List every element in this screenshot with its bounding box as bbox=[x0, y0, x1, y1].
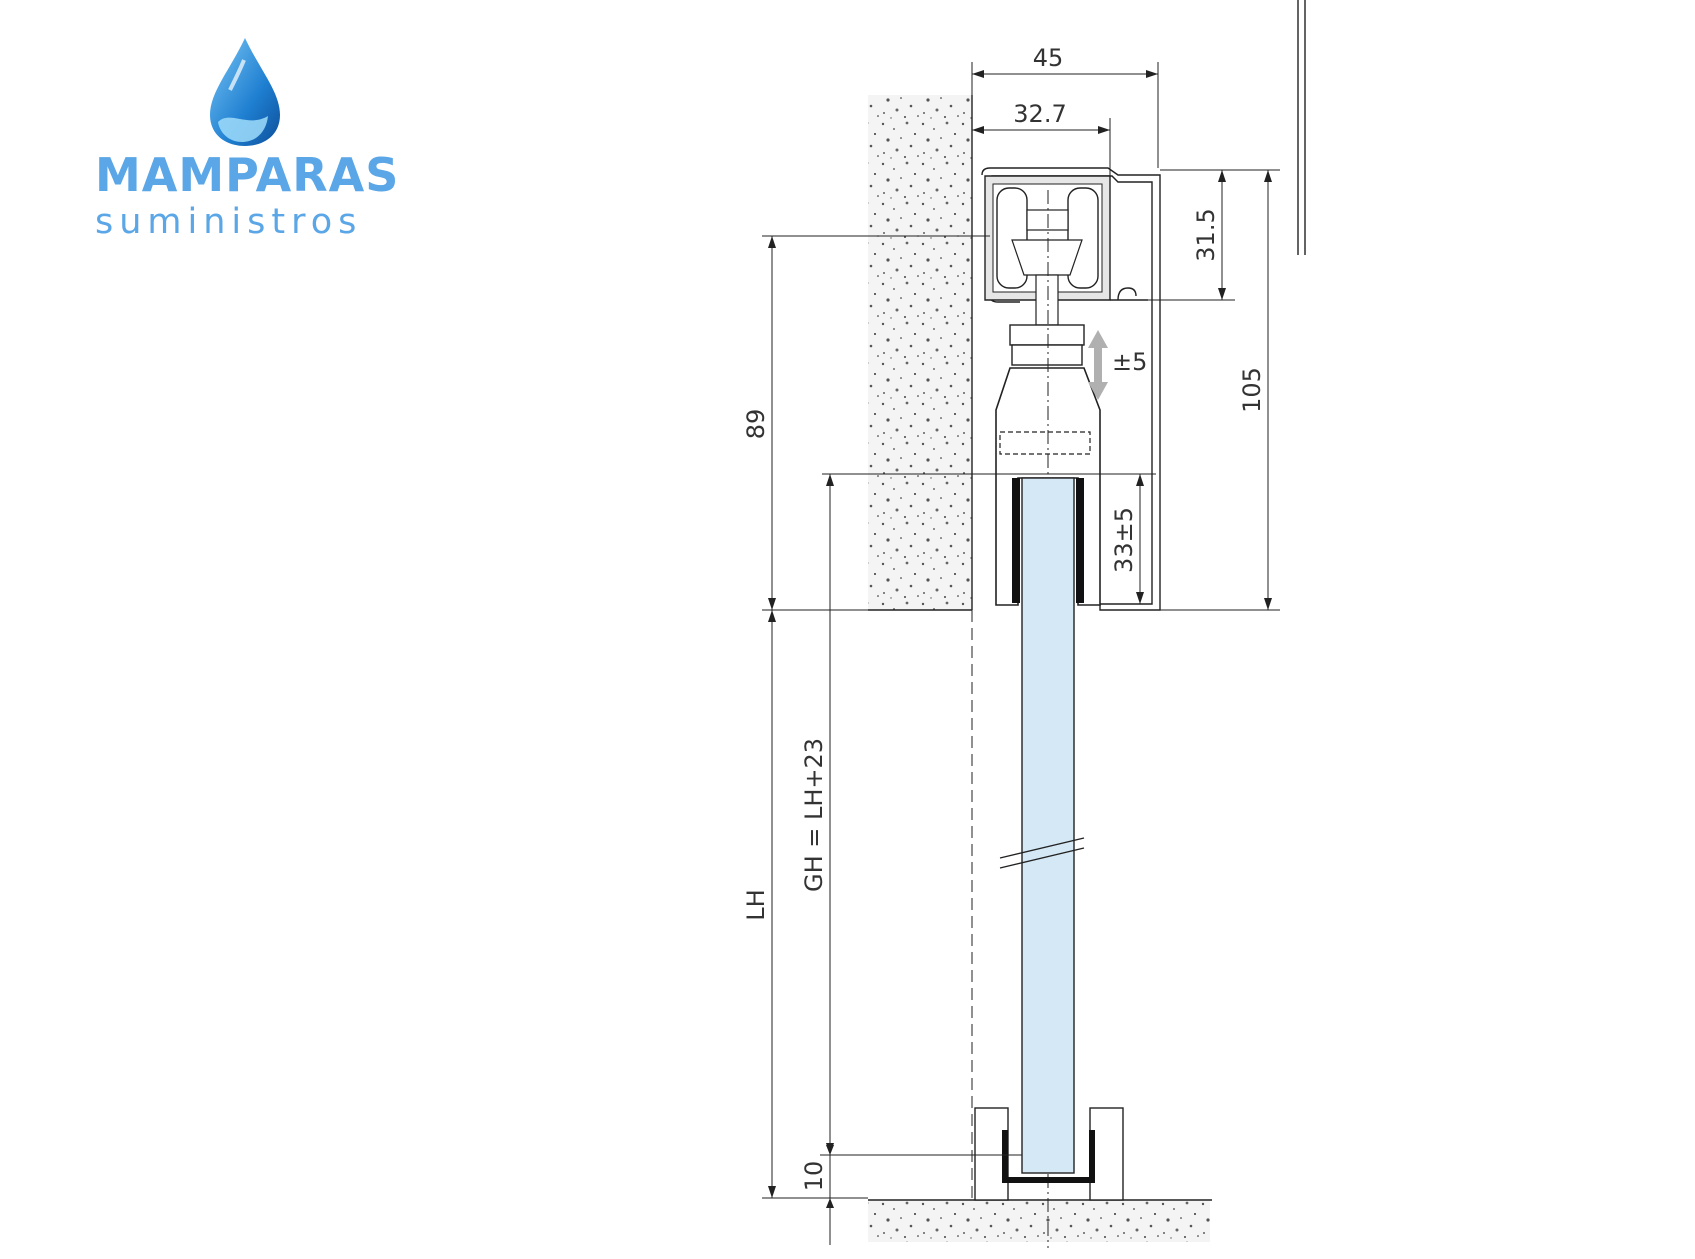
concrete-wall bbox=[868, 95, 972, 610]
dim-glass-insert: 33±5 bbox=[1110, 507, 1138, 573]
dim-adjust: ±5 bbox=[1112, 348, 1147, 376]
break-line bbox=[999, 837, 1085, 859]
glass-gasket-left bbox=[1012, 478, 1020, 603]
rail-hook-curve bbox=[1117, 287, 1137, 301]
hanger-nut-lower bbox=[1011, 344, 1083, 366]
clamp-screw bbox=[999, 431, 1091, 455]
brand-logo: MAMPARAS suministros bbox=[90, 30, 430, 260]
water-drop-icon bbox=[210, 38, 280, 146]
dim-width-rail: 32.7 bbox=[1013, 100, 1066, 128]
brand-subtitle: suministros bbox=[95, 202, 363, 242]
glass-gasket-right bbox=[1076, 478, 1084, 603]
roller-left bbox=[996, 187, 1028, 289]
concrete-floor bbox=[868, 1200, 1210, 1242]
dim-rail-height: 31.5 bbox=[1192, 208, 1220, 261]
adjust-arrow bbox=[1088, 330, 1108, 400]
dim-width-total: 45 bbox=[1033, 44, 1064, 72]
roller-carrier bbox=[1011, 239, 1083, 276]
roller-right bbox=[1067, 187, 1099, 289]
break-line bbox=[999, 847, 1085, 869]
dim-floor-gap: 10 bbox=[800, 1161, 828, 1192]
dim-total-height: 105 bbox=[1238, 367, 1266, 413]
brand-title: MAMPARAS bbox=[95, 148, 400, 202]
dim-hanger-height: 89 bbox=[742, 409, 770, 440]
hanger-bolt bbox=[1035, 274, 1059, 326]
glass-panel bbox=[1021, 477, 1075, 1174]
dim-light-height: LH bbox=[742, 889, 770, 920]
dim-glass-height: GH = LH+23 bbox=[800, 738, 828, 892]
hanger-nut bbox=[1009, 324, 1085, 346]
